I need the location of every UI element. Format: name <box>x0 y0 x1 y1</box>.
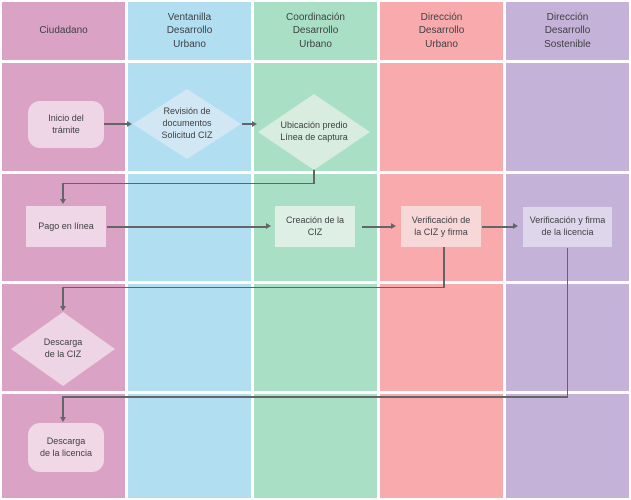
connector-line <box>104 123 128 125</box>
lane-cell <box>380 394 503 498</box>
node-pago-en-linea: Pago en línea <box>26 206 106 247</box>
node-creacion-ciz: Creación de la CIZ <box>275 206 355 247</box>
lane-header-direccion-sostenible: Dirección Desarrollo Sostenible <box>506 2 629 60</box>
lane-cell <box>506 394 629 498</box>
lane-cell <box>380 284 503 391</box>
connector-line <box>62 396 64 417</box>
lane-title: Ventanilla Desarrollo Urbano <box>166 11 213 50</box>
arrowhead-down-icon <box>59 416 66 422</box>
connector-line <box>443 247 445 288</box>
lane-cell <box>254 284 377 391</box>
connector-line <box>62 396 568 398</box>
connector-line <box>107 226 266 228</box>
lane-cell <box>506 63 629 171</box>
lane-header-coordinacion-urbano: Coordinación Desarrollo Urbano <box>254 2 377 60</box>
lane-title: Coordinación Desarrollo Urbano <box>286 11 345 50</box>
connector-line <box>62 182 315 185</box>
connector-line <box>482 226 513 228</box>
connector-line <box>62 286 445 289</box>
connector-line <box>362 226 391 228</box>
lane-cell <box>380 63 503 171</box>
arrowhead-right-icon <box>252 120 257 127</box>
node-inicio-tramite: Inicio del trámite <box>28 101 104 148</box>
lane-header-ciudadano: Ciudadano <box>2 2 125 60</box>
lane-title: Dirección Desarrollo Urbano <box>418 11 465 50</box>
lane-cell <box>128 174 251 281</box>
lane-title: Dirección Desarrollo Sostenible <box>544 11 591 50</box>
lane-title: Ciudadano <box>39 25 88 37</box>
connector-line <box>313 169 315 184</box>
connector-line <box>242 123 252 125</box>
node-verificacion-firma-licencia: Verificación y firma de la licencia <box>523 207 612 247</box>
lane-header-ventanilla-urbano: Ventanilla Desarrollo Urbano <box>128 2 251 60</box>
lane-header-direccion-urbano: Dirección Desarrollo Urbano <box>380 2 503 60</box>
arrowhead-right-icon <box>513 223 518 230</box>
arrowhead-right-icon <box>391 223 396 230</box>
lane-cell <box>128 284 251 391</box>
arrowhead-right-icon <box>127 120 132 127</box>
arrowhead-down-icon <box>59 199 66 204</box>
connector-line <box>62 287 64 306</box>
lane-cell <box>254 394 377 498</box>
lane-cell <box>128 394 251 498</box>
connector-line <box>62 183 64 199</box>
arrowhead-down-icon <box>59 306 66 311</box>
arrowhead-right-icon <box>266 223 271 230</box>
node-descarga-licencia: Descarga de la licencia <box>28 423 104 472</box>
node-verificacion-ciz-firma: Verificación de la CIZ y firma <box>401 206 481 247</box>
connector-line <box>566 248 568 397</box>
